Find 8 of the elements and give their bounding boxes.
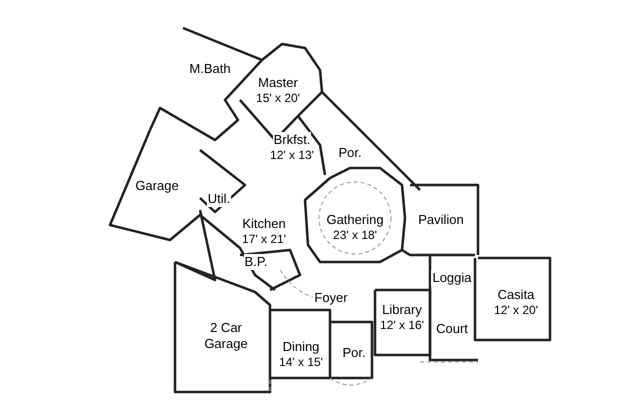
room-name: Library (381, 302, 423, 318)
room-name: B.P. (244, 254, 268, 270)
room-name: Foyer (313, 290, 349, 306)
room-name: Util. (206, 191, 232, 208)
room-name: Garage (134, 178, 180, 194)
room-name: Loggia (431, 270, 473, 286)
room-name: Dining (282, 339, 320, 356)
room-name: Gathering (325, 212, 385, 228)
